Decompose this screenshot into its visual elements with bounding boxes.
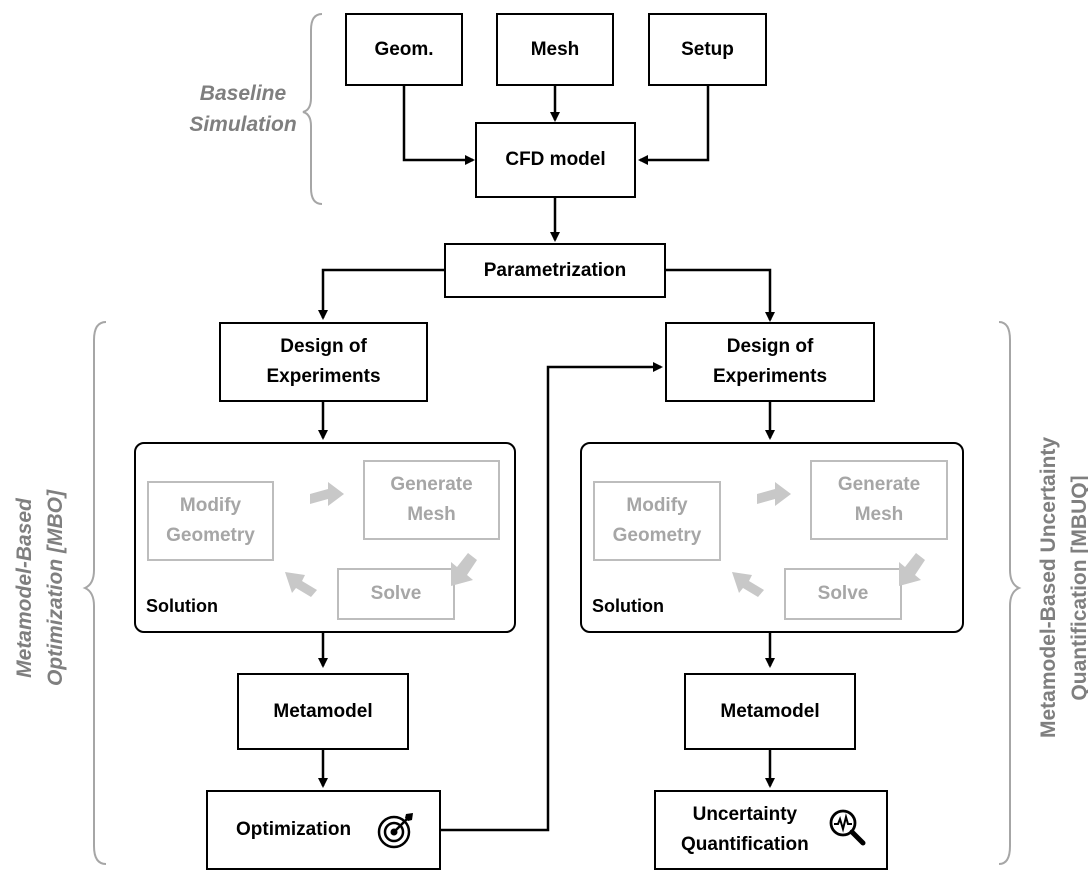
- baseline-simulation-label: Baseline Simulation: [183, 78, 303, 140]
- mbuq-label-line2: Quantification [MBUQ]: [1068, 475, 1088, 701]
- mbuq-solve-label: Solve: [817, 583, 869, 604]
- mbuq-cycle-arrows: [731, 481, 925, 597]
- target-icon: [377, 813, 413, 849]
- uq-line2: Quantification: [681, 834, 809, 855]
- arrow-geom-to-cfd: [402, 86, 475, 165]
- mbuq-metamodel-label: Metamodel: [720, 700, 820, 722]
- brace-mbuq: [998, 321, 1022, 865]
- mbo-doe-box: Design of Experiments: [219, 322, 428, 402]
- parametrization-label: Parametrization: [483, 259, 627, 281]
- arrow-param-to-mbuq: [666, 268, 775, 322]
- mbo-metamodel-box: Metamodel: [237, 673, 409, 750]
- arrow-opt-to-mbuq-doe: [441, 362, 663, 832]
- mbuq-doe-box: Design of Experiments: [665, 322, 875, 402]
- brace-mbo: [82, 321, 107, 865]
- baseline-label-line1: Baseline: [199, 82, 287, 105]
- mbo-solution-label: Solution: [146, 596, 218, 616]
- geom-box: Geom.: [345, 13, 463, 86]
- mbo-solve-box: Solve: [337, 568, 455, 620]
- setup-box: Setup: [648, 13, 767, 86]
- mbuq-modify-geometry-box: Modify Geometry: [593, 481, 721, 561]
- mbo-generate-line1: Generate: [390, 474, 473, 495]
- mbo-label-line1: Metamodel-Based: [13, 498, 36, 678]
- arrow-param-to-mbo: [318, 268, 444, 320]
- mbo-metamodel-label: Metamodel: [273, 700, 373, 722]
- mbo-modify-line2: Geometry: [166, 525, 255, 546]
- optimization-box: Optimization: [206, 790, 441, 870]
- mbo-solve-label: Solve: [370, 583, 422, 604]
- cycle-arrow-icon: [309, 481, 344, 506]
- mbuq-solution-label: Solution: [592, 596, 664, 616]
- mesh-box: Mesh: [496, 13, 614, 86]
- mbuq-generate-line1: Generate: [837, 474, 921, 495]
- geom-label: Geom.: [374, 38, 434, 60]
- uq-line1: Uncertainty: [692, 804, 798, 825]
- mbo-label: Metamodel-Based Optimization [MBO]: [9, 488, 71, 688]
- cycle-arrow-icon: [284, 571, 317, 597]
- mbo-solution-container: Modify Geometry Generate Mesh Solve Solu…: [134, 442, 516, 633]
- mbo-doe-line2: Experiments: [266, 366, 381, 387]
- cfd-model-box: CFD model: [475, 122, 636, 198]
- mbo-generate-line2: Mesh: [407, 504, 456, 525]
- magnifier-pulse-icon: [829, 809, 866, 846]
- baseline-label-line2: Simulation: [189, 113, 297, 136]
- mbuq-doe-line1: Design of: [726, 336, 814, 357]
- mbuq-solve-box: Solve: [784, 568, 902, 620]
- mbuq-doe-line2: Experiments: [712, 366, 828, 387]
- optimization-label: Optimization: [236, 819, 352, 840]
- mbo-cycle-arrows: [284, 481, 477, 597]
- mbuq-label-line1: Metamodel-Based Uncertainty: [1037, 436, 1060, 738]
- mesh-label: Mesh: [530, 38, 580, 60]
- cfd-model-label: CFD model: [505, 149, 606, 170]
- mbo-generate-mesh-box: Generate Mesh: [363, 460, 500, 540]
- mbo-modify-geometry-box: Modify Geometry: [147, 481, 274, 561]
- cycle-arrow-icon: [756, 481, 791, 506]
- cycle-arrow-icon: [450, 552, 477, 586]
- mbuq-generate-line2: Mesh: [854, 504, 904, 525]
- cycle-arrow-icon: [731, 571, 764, 597]
- mbuq-modify-line2: Geometry: [612, 525, 702, 546]
- arrow-setup-to-cfd: [638, 86, 710, 165]
- mbuq-solution-container: Modify Geometry Generate Mesh Solve Solu…: [580, 442, 964, 633]
- uncertainty-quantification-box: Uncertainty Quantification: [654, 790, 888, 870]
- uq-label-group: Uncertainty Quantification: [681, 800, 809, 860]
- mbuq-modify-line1: Modify: [626, 495, 688, 516]
- setup-label: Setup: [681, 38, 734, 60]
- brace-baseline: [302, 13, 323, 205]
- mbuq-generate-mesh-box: Generate Mesh: [810, 460, 948, 540]
- mbo-modify-line1: Modify: [179, 495, 242, 516]
- parametrization-box: Parametrization: [444, 243, 666, 298]
- mbo-label-line2: Optimization [MBO]: [44, 490, 67, 686]
- cycle-arrow-icon: [898, 552, 925, 586]
- mbuq-metamodel-box: Metamodel: [684, 673, 856, 750]
- mbo-doe-line1: Design of: [280, 336, 367, 357]
- mbuq-label: Metamodel-Based Uncertainty Quantificati…: [1033, 436, 1088, 738]
